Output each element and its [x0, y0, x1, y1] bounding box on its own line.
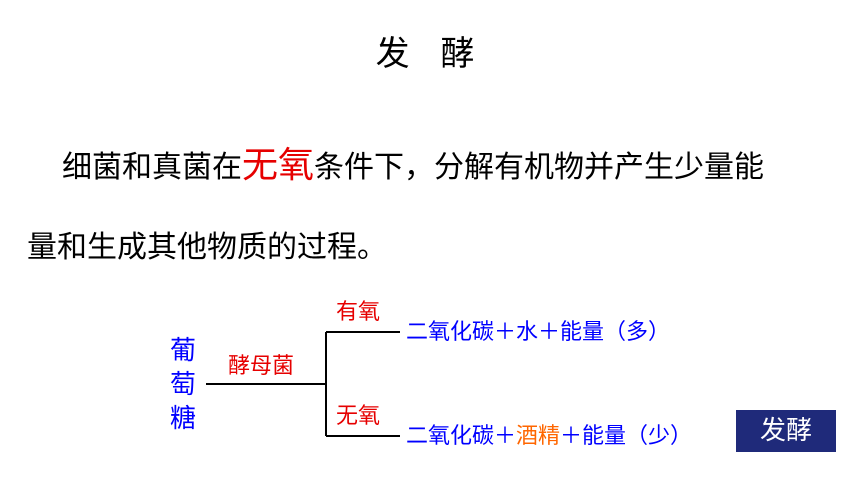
- aerobic-condition-label: 有氧: [336, 300, 381, 325]
- slide-title: 发 酵: [375, 34, 485, 74]
- glucose-label: 葡萄糖: [169, 336, 196, 434]
- alcohol-highlight: 酒精: [516, 424, 561, 449]
- fermentation-badge[interactable]: 发酵: [736, 410, 836, 452]
- definition-prefix: 细菌和真菌在: [62, 150, 242, 185]
- yeast-label: 酵母菌: [228, 354, 295, 379]
- aerobic-products: 二氧化碳＋水＋能量（多）: [406, 320, 671, 345]
- anaerobic-product-suffix: ＋能量（少）: [560, 424, 693, 449]
- anaerobic-product-prefix: 二氧化碳＋: [406, 424, 517, 449]
- definition-suffix: 条件下，分解有机物并产生少量能: [314, 150, 765, 185]
- anaerobic-condition-label: 无氧: [336, 404, 381, 429]
- definition-line-2: 量和生成其他物质的过程。: [27, 230, 387, 265]
- anaerobic-emphasis: 无氧: [242, 145, 315, 186]
- anaerobic-products: 二氧化碳＋酒精＋能量（少）: [406, 426, 692, 448]
- definition-line-1: 细菌和真菌在无氧条件下，分解有机物并产生少量能: [62, 148, 764, 184]
